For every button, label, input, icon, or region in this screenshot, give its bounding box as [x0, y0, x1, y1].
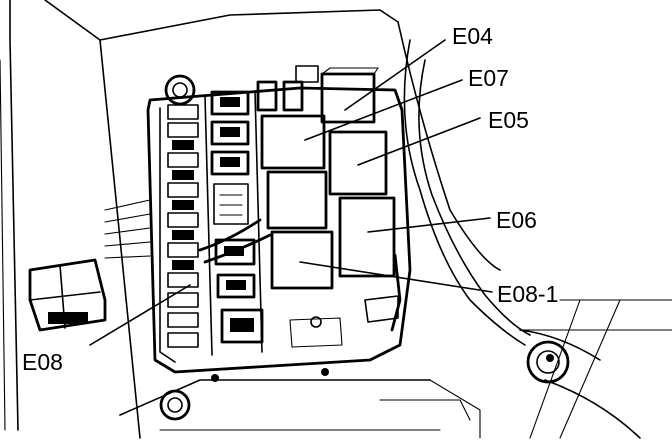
- label-e05: E05: [488, 107, 529, 133]
- leader-lines: [89, 39, 493, 346]
- top-fuse-tabs: [256, 65, 319, 112]
- relay-middle: [266, 170, 328, 230]
- top-bolt: [164, 74, 196, 106]
- label-e04: E04: [452, 23, 493, 49]
- side-connector: [28, 199, 151, 332]
- relay-e05: [328, 130, 388, 196]
- fuse-box-housing: [146, 86, 412, 382]
- fuse-column-middle: [210, 90, 264, 344]
- label-e08-1: E08-1: [497, 281, 558, 307]
- internal-wiring: [198, 218, 402, 332]
- relay-e07: [260, 114, 326, 170]
- bottom-bolt: [159, 389, 191, 421]
- relay-e04: [320, 67, 379, 124]
- wire-harness: [403, 39, 641, 439]
- label-e06: E06: [496, 207, 537, 233]
- label-e08: E08: [22, 349, 63, 375]
- label-e07: E07: [468, 65, 509, 91]
- mounting-bolt: [526, 340, 570, 384]
- relay-e08-1: [270, 230, 334, 290]
- relay-e06: [338, 196, 396, 278]
- fuse-column-left: [167, 104, 199, 348]
